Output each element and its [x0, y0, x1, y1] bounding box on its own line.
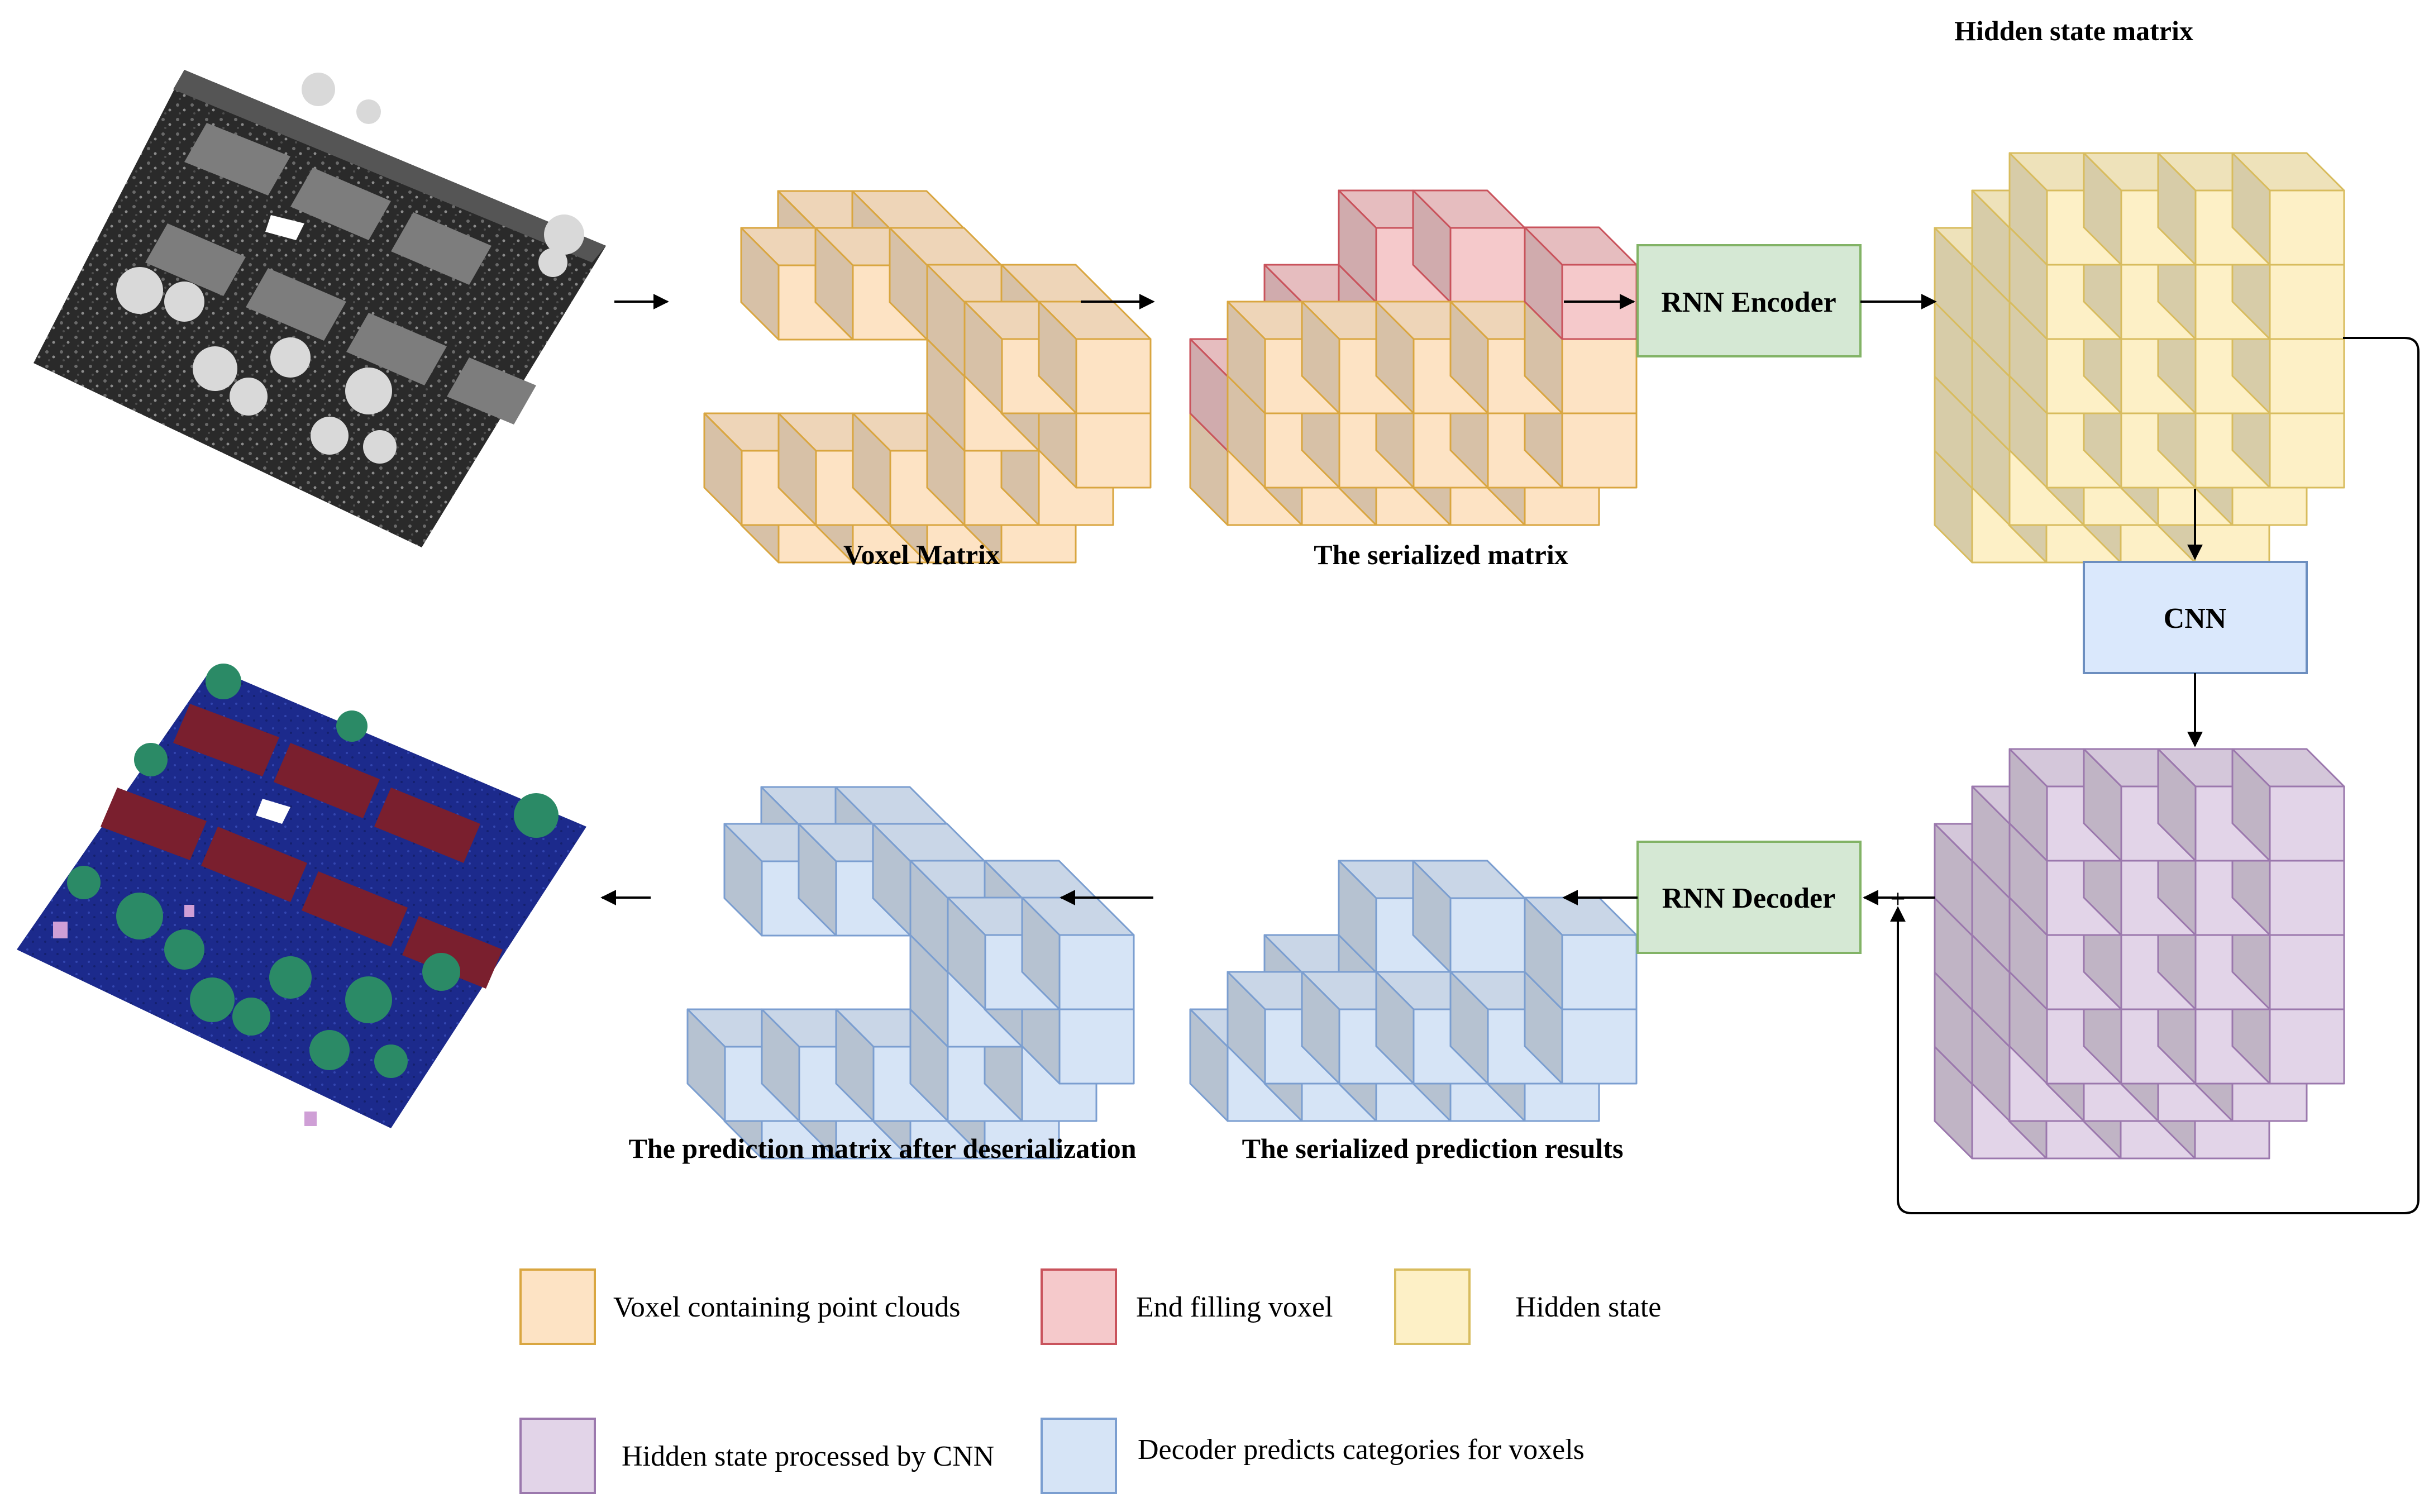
cnn-box: CNN [2083, 561, 2308, 674]
prediction-matrix-cubes [686, 786, 1135, 1160]
legend-item-voxel: Voxel containing point clouds [519, 1268, 961, 1345]
legend-label-end-filling: End filling voxel [1136, 1291, 1333, 1323]
legend-item-hidden-state: Hidden state [1394, 1268, 1661, 1345]
legend: Voxel containing point clouds End fillin… [519, 1268, 1661, 1494]
voxel-cube [1038, 301, 1152, 414]
voxel-matrix-title: Voxel Matrix [843, 539, 1000, 570]
legend-swatch-decoder-predicts [1041, 1418, 1117, 1494]
flow-arrows [600, 294, 2420, 1214]
legend-swatch-voxel [519, 1268, 596, 1345]
voxel-cube [1412, 189, 1526, 303]
cnn-processed-matrix-cube [1934, 748, 2345, 1160]
serialized-matrix-cubes [1189, 189, 1638, 526]
legend-swatch-hidden-state [1394, 1268, 1471, 1345]
legend-item-decoder-predicts: Decoder predicts categories for voxels [1041, 1418, 1585, 1494]
prediction-matrix-title: The prediction matrix after deserializat… [628, 1133, 1136, 1164]
legend-item-cnn-processed: Hidden state processed by CNN [519, 1418, 994, 1494]
rnn-decoder-label: RNN Decoder [1662, 883, 1835, 914]
rnn-encoder-label: RNN Encoder [1661, 287, 1836, 318]
voxel-cube [1412, 860, 1526, 974]
legend-label-hidden-state: Hidden state [1515, 1291, 1661, 1323]
serialized-prediction-title: The serialized prediction results [1242, 1133, 1624, 1164]
voxel-cube [2231, 152, 2345, 266]
voxel-cube [2231, 748, 2345, 862]
serialized-prediction-cubes [1189, 860, 1638, 1122]
plus-sign: + [1890, 884, 1905, 914]
legend-label-cnn-processed: Hidden state processed by CNN [622, 1441, 994, 1472]
rnn-decoder-box: RNN Decoder [1636, 841, 1862, 954]
voxel-matrix-cubes [703, 190, 1152, 564]
serialized-matrix-title: The serialized matrix [1314, 539, 1568, 570]
hidden-state-matrix-title: Hidden state matrix [1954, 15, 2193, 46]
hidden-state-matrix-cube [1934, 152, 2345, 564]
legend-swatch-cnn-processed [519, 1418, 596, 1494]
legend-label-decoder-predicts: Decoder predicts categories for voxels [1138, 1434, 1585, 1466]
voxel-cube [1524, 896, 1638, 1010]
cnn-label: CNN [2164, 603, 2227, 635]
output-point-cloud-image [17, 664, 586, 1128]
input-point-cloud-image [34, 70, 606, 547]
legend-label-voxel: Voxel containing point clouds [613, 1291, 961, 1323]
legend-swatch-end-filling [1041, 1268, 1117, 1345]
voxel-cube [1021, 896, 1135, 1010]
skip-connection-arrow [1890, 337, 2420, 1214]
legend-item-end-filling: End filling voxel [1041, 1268, 1333, 1345]
rnn-encoder-box: RNN Encoder [1636, 244, 1862, 357]
